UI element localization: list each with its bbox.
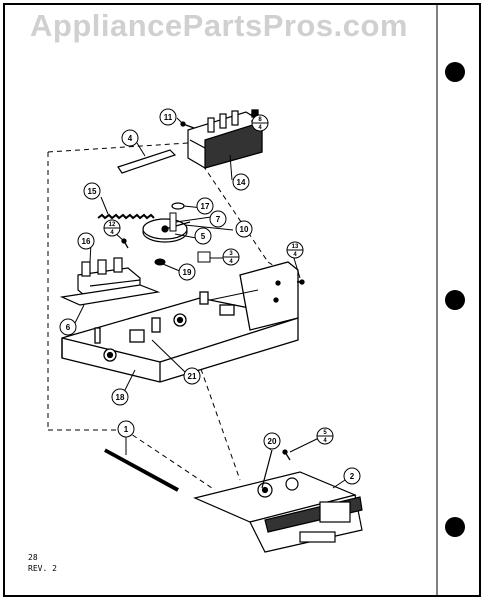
part-15-spring xyxy=(97,213,155,220)
svg-text:18: 18 xyxy=(116,393,125,402)
callout-10: 10 xyxy=(235,220,253,238)
callout-16: 16 xyxy=(77,232,95,250)
svg-text:5: 5 xyxy=(323,430,327,436)
callout-18: 18 xyxy=(111,388,129,406)
svg-text:6: 6 xyxy=(66,323,71,332)
svg-text:13: 13 xyxy=(292,244,299,250)
callout-15: 15 xyxy=(83,182,101,200)
svg-text:4: 4 xyxy=(323,438,327,444)
svg-text:12: 12 xyxy=(109,222,116,228)
svg-text:1: 1 xyxy=(124,425,129,434)
svg-text:15: 15 xyxy=(88,187,97,196)
callout-21: 21 xyxy=(183,367,201,385)
svg-text:2: 2 xyxy=(350,472,355,481)
binder-hole-bottom xyxy=(445,517,465,537)
page-number: 28 xyxy=(28,553,38,562)
binder-hole-top xyxy=(445,62,465,82)
svg-text:4: 4 xyxy=(229,259,233,265)
revision-label: REV. 2 xyxy=(28,564,57,573)
svg-text:21: 21 xyxy=(188,372,197,381)
callout-5: 5 xyxy=(194,227,212,245)
svg-text:20: 20 xyxy=(268,437,277,446)
callout-13-4: 134 xyxy=(286,241,304,259)
callout-3-4: 34 xyxy=(222,248,240,266)
svg-text:11: 11 xyxy=(164,113,173,122)
part-4-link-bar xyxy=(117,149,177,174)
callout-20: 20 xyxy=(263,432,281,450)
part-14-motor-assembly xyxy=(187,110,263,169)
svg-text:8: 8 xyxy=(258,117,262,123)
callout-2: 2 xyxy=(343,467,361,485)
binder-hole-middle xyxy=(445,290,465,310)
svg-text:5: 5 xyxy=(201,232,206,241)
svg-text:4: 4 xyxy=(110,230,114,236)
callout-7: 7 xyxy=(209,210,227,228)
svg-text:4: 4 xyxy=(293,252,297,258)
watermark-text: AppliancePartsPros.com xyxy=(30,8,408,43)
svg-text:17: 17 xyxy=(201,202,210,211)
callout-17: 17 xyxy=(196,197,214,215)
part-19-washer xyxy=(154,258,166,266)
callout-14: 14 xyxy=(232,173,250,191)
callout-1: 1 xyxy=(117,420,135,438)
part-2-lower-mechanism xyxy=(193,449,363,553)
svg-text:4: 4 xyxy=(128,134,133,143)
svg-text:7: 7 xyxy=(216,215,221,224)
svg-text:3: 3 xyxy=(229,251,233,257)
part-17-washer xyxy=(171,202,185,210)
part-7-actuator xyxy=(169,212,177,232)
callout-6: 6 xyxy=(59,318,77,336)
part-5-cam-wheel xyxy=(142,218,191,243)
part-6-insulator xyxy=(59,284,161,306)
svg-text:4: 4 xyxy=(258,125,262,131)
svg-text:19: 19 xyxy=(183,268,192,277)
page-border xyxy=(3,3,481,597)
callout-5-4: 54 xyxy=(316,427,334,445)
chassis-base-plate xyxy=(61,261,299,383)
svg-text:16: 16 xyxy=(82,237,91,246)
callout-12-4: 124 xyxy=(103,219,121,237)
part-1-rod-highlight xyxy=(105,447,179,488)
svg-text:10: 10 xyxy=(240,225,249,234)
part-9-clip xyxy=(197,251,211,263)
callout-11: 11 xyxy=(159,108,177,126)
callout-19: 19 xyxy=(178,263,196,281)
callout-4: 4 xyxy=(121,129,139,147)
part-1-rod xyxy=(104,448,179,492)
callout-8-4: 84 xyxy=(251,114,269,132)
svg-text:14: 14 xyxy=(237,178,246,187)
